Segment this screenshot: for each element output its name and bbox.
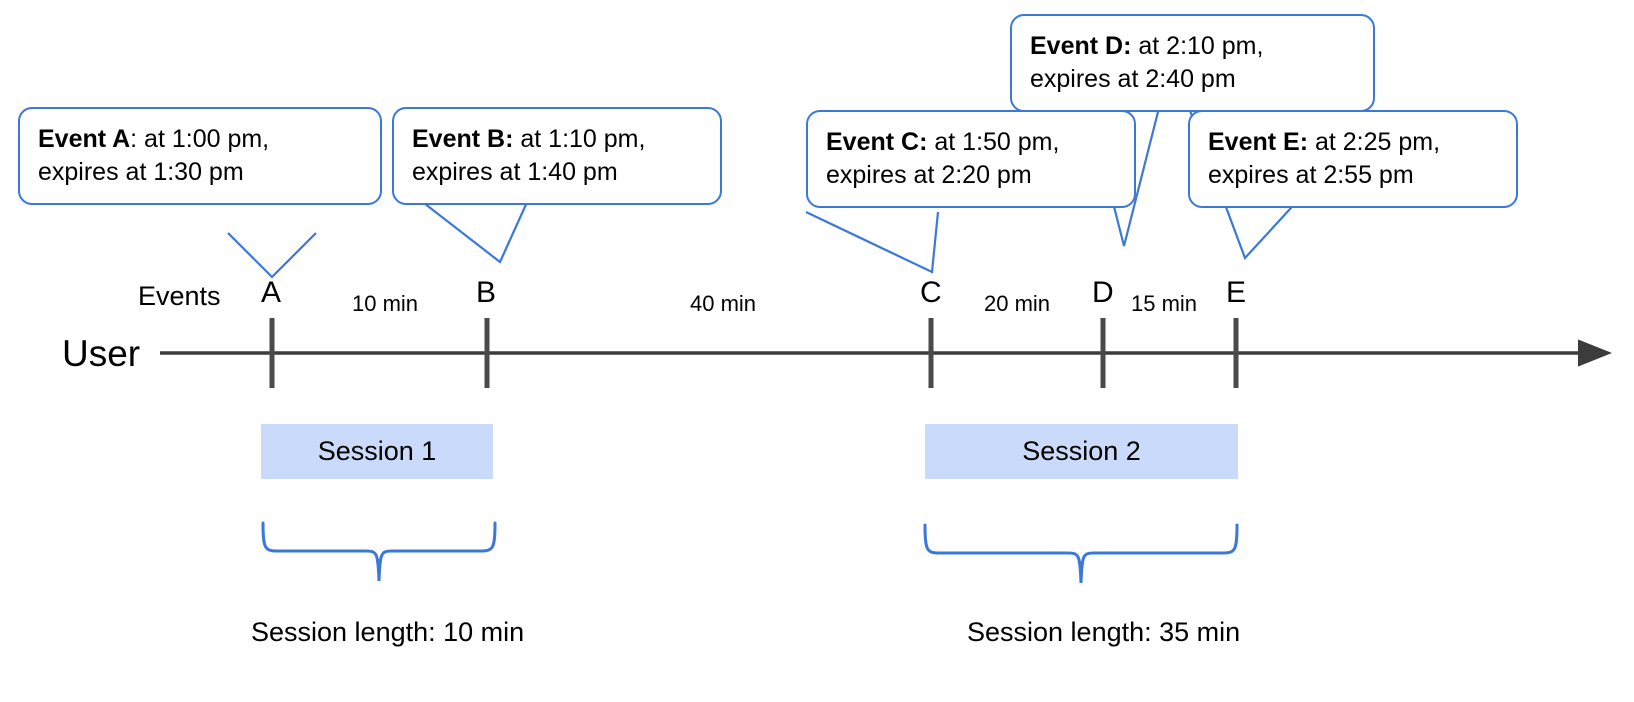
callout-event-d-detail: at 2:10 pm, [1131, 32, 1264, 60]
callout-event-b-detail: at 1:10 pm, [513, 125, 646, 153]
callout-tail-c [805, 211, 940, 274]
callout-event-d-line1: Event D: at 2:10 pm, [1030, 30, 1357, 63]
event-marker-label-e: E [1226, 276, 1247, 309]
callout-event-d[interactable]: Event D: at 2:10 pm, expires at 2:40 pm [1010, 14, 1375, 112]
interval-label-d-e: 15 min [1131, 291, 1198, 316]
event-marker-label-c: C [920, 276, 942, 309]
event-marker-label-d: D [1092, 276, 1114, 309]
session-2-brace [923, 523, 1239, 584]
event-marker-label-a: A [261, 276, 282, 309]
callout-event-d-line2: expires at 2:40 pm [1030, 65, 1236, 93]
session-length-label-2: Session length: 35 min [967, 617, 1241, 647]
session-box-2[interactable]: Session 2 [925, 424, 1238, 479]
session-box-1[interactable]: Session 1 [261, 424, 493, 479]
callout-event-a-line1: Event A: at 1:00 pm, [38, 123, 364, 156]
callout-event-e-line1: Event E: at 2:25 pm, [1208, 126, 1500, 159]
session-1-brace [261, 521, 497, 582]
event-marker-label-b: B [476, 276, 497, 309]
callout-event-c-detail: at 1:50 pm, [927, 128, 1060, 156]
callout-tail-b [419, 199, 530, 264]
callout-event-e-line2: expires at 2:55 pm [1208, 161, 1414, 189]
interval-label-a-b: 10 min [352, 291, 419, 316]
callout-event-c-name: Event C: [826, 128, 928, 156]
axis-events-label: Events [138, 281, 221, 311]
callout-event-b-line1: Event B: at 1:10 pm, [412, 123, 704, 156]
callout-event-c[interactable]: Event C: at 1:50 pm, expires at 2:20 pm [806, 110, 1136, 208]
callout-event-c-line2: expires at 2:20 pm [826, 161, 1032, 189]
callout-event-e-detail: at 2:25 pm, [1308, 128, 1441, 156]
callout-event-b[interactable]: Event B: at 1:10 pm, expires at 1:40 pm [392, 107, 722, 205]
interval-label-c-d: 20 min [984, 291, 1051, 316]
session-length-label-1: Session length: 10 min [251, 617, 525, 647]
axis-row-label-user: User [62, 333, 141, 374]
callout-event-e[interactable]: Event E: at 2:25 pm, expires at 2:55 pm [1188, 110, 1518, 208]
callout-event-e-name: Event E: [1208, 128, 1309, 156]
callout-event-a-name: Event A [38, 125, 131, 153]
callout-event-a-line2: expires at 1:30 pm [38, 158, 244, 186]
callout-event-a-detail: : at 1:00 pm, [130, 125, 270, 153]
callout-event-d-name: Event D: [1030, 32, 1132, 60]
interval-label-b-c: 40 min [690, 291, 757, 316]
callout-event-a[interactable]: Event A: at 1:00 pm, expires at 1:30 pm [18, 107, 382, 205]
callout-event-b-name: Event B: [412, 125, 514, 153]
callout-event-c-line1: Event C: at 1:50 pm, [826, 126, 1118, 159]
callout-event-b-line2: expires at 1:40 pm [412, 158, 618, 186]
callout-tail-a [227, 232, 317, 279]
